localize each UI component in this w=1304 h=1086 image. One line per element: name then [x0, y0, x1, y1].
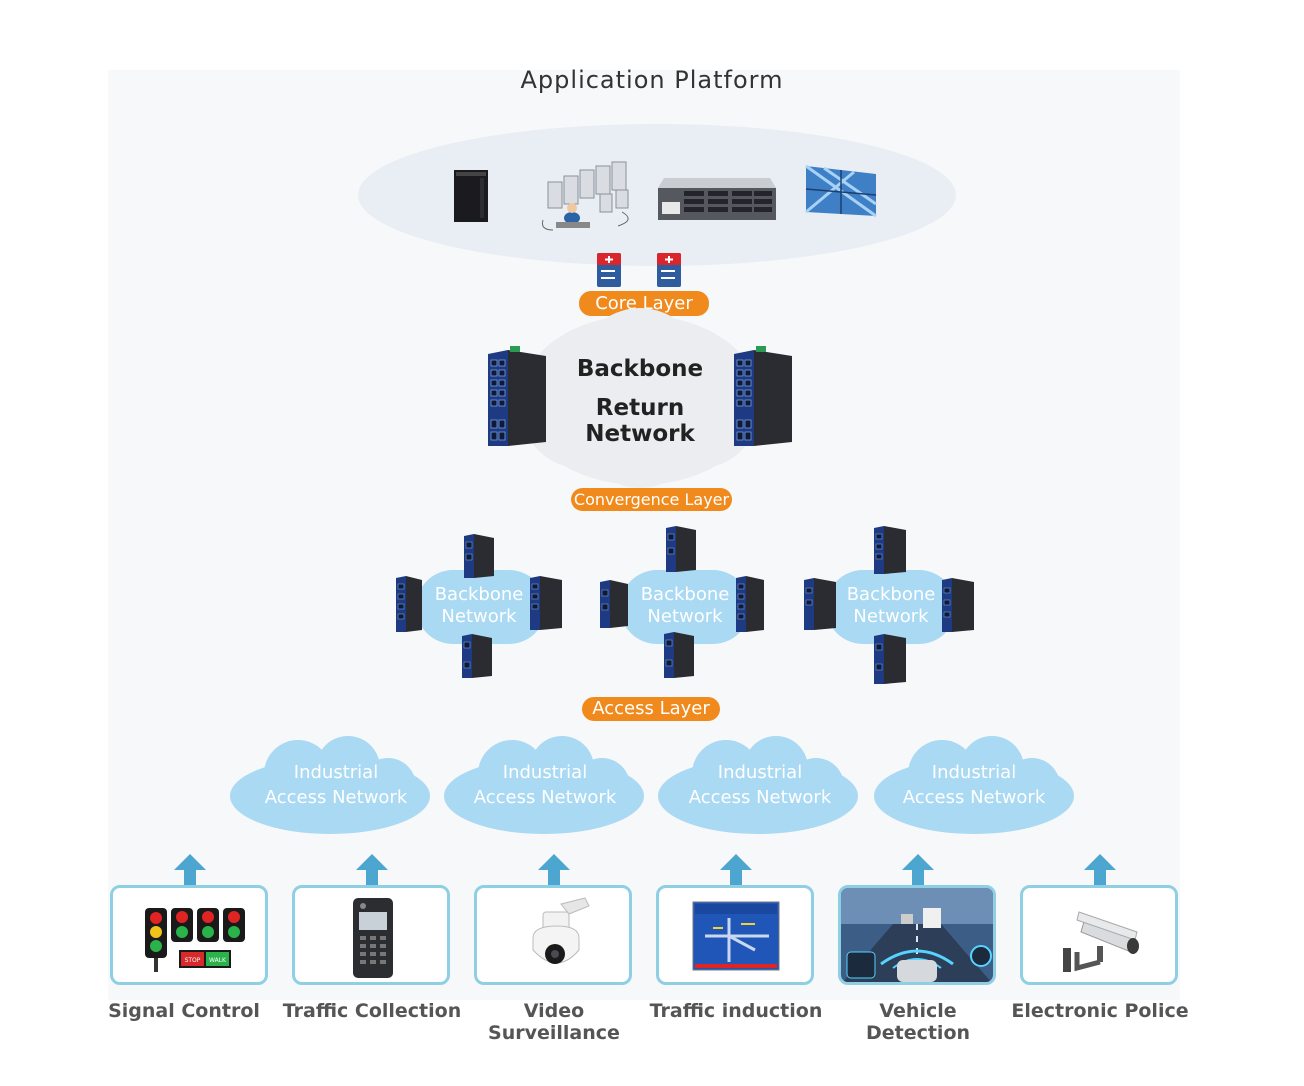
access-network-line1: Industrial — [717, 762, 803, 783]
din-rail-switch-icon — [874, 526, 906, 574]
din-rail-switch-icon — [600, 580, 628, 628]
din-rail-switch-icon — [664, 632, 694, 678]
video-wall-icon — [805, 164, 877, 218]
guidance-board-icon — [692, 901, 780, 971]
up-arrow-icon — [902, 854, 934, 888]
walk-sign-text: WALK — [209, 957, 227, 964]
din-rail-switch-icon — [464, 534, 494, 578]
server-cluster-icon — [542, 161, 629, 231]
access-network-line2: Access Network — [902, 787, 1046, 808]
rack-storage-server-icon — [658, 178, 776, 220]
backbone-network-cloud — [416, 570, 546, 644]
video-surveillance-label: Video Surveillance — [488, 1000, 620, 1044]
backbone-return-cloud-shape — [522, 308, 758, 488]
backbone-network-line1: Backbone — [846, 584, 936, 605]
industrial-access-cloud — [230, 736, 430, 834]
up-arrow-icon — [720, 854, 752, 888]
backbone-return-line1: Backbone — [576, 356, 704, 382]
din-rail-switch-icon — [736, 576, 764, 632]
vehicle-detection-icon — [841, 888, 993, 982]
din-rail-switch-icon — [666, 526, 696, 572]
core-router-icon — [597, 253, 621, 287]
din-rail-switch-icon — [942, 578, 974, 632]
industrial-access-cloud — [658, 736, 858, 834]
access-network-line2: Access Network — [473, 787, 617, 808]
access-layer-badge: Access Layer — [582, 697, 720, 721]
din-rail-switch-icon — [462, 634, 492, 678]
backbone-network-cloud — [826, 570, 956, 644]
video-surveillance-card — [474, 885, 632, 985]
traffic-collection-card — [292, 885, 450, 985]
diagram-title: Application Platform — [520, 66, 784, 94]
backbone-network-cloud — [620, 570, 750, 644]
din-rail-switch-icon — [396, 576, 422, 632]
vehicle-detection-card — [838, 885, 996, 985]
din-rail-switch-icon — [874, 634, 906, 684]
din-rail-switch-icon — [530, 576, 562, 630]
din-rail-switch-icon — [804, 578, 836, 630]
backbone-network-line1: Backbone — [434, 584, 524, 605]
industrial-switch-icon — [734, 346, 792, 446]
access-network-line2: Access Network — [264, 787, 408, 808]
industrial-access-cloud — [874, 736, 1074, 834]
backbone-network-line2: Network — [853, 606, 929, 627]
tower-server-icon — [454, 170, 488, 222]
traffic-collection-label: Traffic Collection — [282, 1000, 462, 1022]
stop-sign-text: STOP — [185, 957, 201, 964]
traffic-induction-card — [656, 885, 814, 985]
electronic-police-card — [1020, 885, 1178, 985]
up-arrow-icon — [356, 854, 388, 888]
signal-control-label: Signal Control — [108, 1000, 260, 1022]
core-layer-badge: Core Layer — [579, 291, 709, 316]
backbone-network-line2: Network — [441, 606, 517, 627]
backbone-network-line1: Backbone — [640, 584, 730, 605]
up-arrow-icon — [538, 854, 570, 888]
access-network-line2: Access Network — [688, 787, 832, 808]
convergence-layer-badge: Convergence Layer — [571, 488, 732, 511]
backbone-return-line2: Return Network — [585, 395, 695, 447]
industrial-access-cloud — [444, 736, 644, 834]
electronic-police-label: Electronic Police — [1011, 1000, 1189, 1022]
up-arrow-icon — [1084, 854, 1116, 888]
traffic-light-icon: STOP WALK — [145, 908, 245, 972]
signal-control-card: STOP WALK — [110, 885, 268, 985]
ticket-terminal-icon — [353, 898, 393, 978]
backbone-network-line2: Network — [647, 606, 723, 627]
core-router-icon — [657, 253, 681, 287]
vehicle-detection-label: Vehicle Detection — [865, 1000, 971, 1044]
up-arrow-icon — [174, 854, 206, 888]
access-network-line1: Industrial — [502, 762, 588, 783]
access-network-line1: Industrial — [931, 762, 1017, 783]
bullet-camera-icon — [1063, 911, 1139, 972]
industrial-switch-icon — [488, 346, 546, 446]
traffic-induction-label: Traffic induction — [649, 1000, 823, 1022]
access-network-line1: Industrial — [293, 762, 379, 783]
dome-camera-icon — [532, 897, 590, 964]
